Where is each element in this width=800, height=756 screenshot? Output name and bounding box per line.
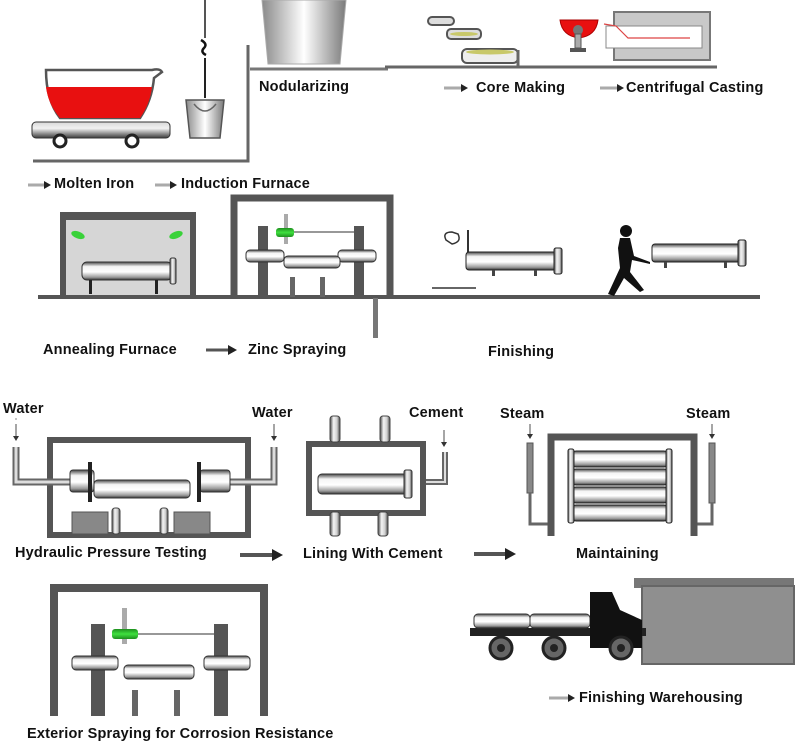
label-finishing-warehousing: Finishing Warehousing (579, 690, 743, 706)
label-zinc-spraying: Zinc Spraying (248, 342, 347, 358)
label-cement: Cement (409, 405, 464, 421)
label-lining-with-cement: Lining With Cement (303, 546, 443, 562)
arrow-right-icon (474, 548, 516, 560)
label-hydraulic-pressure-testing: Hydraulic Pressure Testing (15, 545, 207, 561)
label-steam-right: Steam (686, 406, 731, 422)
stacked-pipes (567, 448, 673, 524)
furnace-icon (60, 212, 196, 296)
pipe-icon (432, 230, 563, 289)
hydraulic-tester-icon (12, 418, 278, 538)
label-exterior-spraying: Exterior Spraying for Corrosion Resistan… (27, 726, 334, 742)
label-nodularizing: Nodularizing (259, 79, 350, 95)
label-molten-iron: Molten Iron (54, 176, 135, 192)
truck-icon (470, 592, 646, 661)
label-finishing: Finishing (488, 344, 555, 360)
steam-curing-icon (526, 424, 716, 536)
arrow-right-icon (206, 345, 237, 355)
casting-machine-icon (603, 11, 711, 61)
arrow-right-icon (444, 84, 468, 92)
label-water-right: Water (252, 405, 293, 421)
spray-booth-icon (230, 194, 394, 298)
label-core-making: Core Making (476, 80, 566, 96)
label-water-left: Water (3, 401, 44, 417)
warehouse-icon (634, 578, 795, 665)
arrow-right-icon (549, 694, 575, 702)
crane-hook-icon (200, 0, 207, 98)
cement-lining-icon (306, 415, 448, 537)
pouring-ladle-icon (559, 19, 599, 52)
pipe-icon (651, 239, 747, 268)
bucket-icon (185, 99, 225, 139)
label-centrifugal-casting: Centrifugal Casting (626, 80, 764, 96)
label-annealing-furnace: Annealing Furnace (43, 342, 177, 358)
arrow-right-icon (600, 84, 624, 92)
arrow-right-icon (240, 549, 283, 561)
ladle-car-icon (31, 68, 171, 149)
label-induction-furnace: Induction Furnace (181, 176, 311, 192)
arrow-right-icon (155, 181, 177, 189)
worker-icon (608, 225, 650, 296)
core-ring-icon (427, 16, 519, 64)
spray-booth-icon (50, 584, 268, 716)
label-maintaining: Maintaining (576, 546, 659, 562)
arrow-right-icon (28, 181, 51, 189)
label-steam-left: Steam (500, 406, 545, 422)
